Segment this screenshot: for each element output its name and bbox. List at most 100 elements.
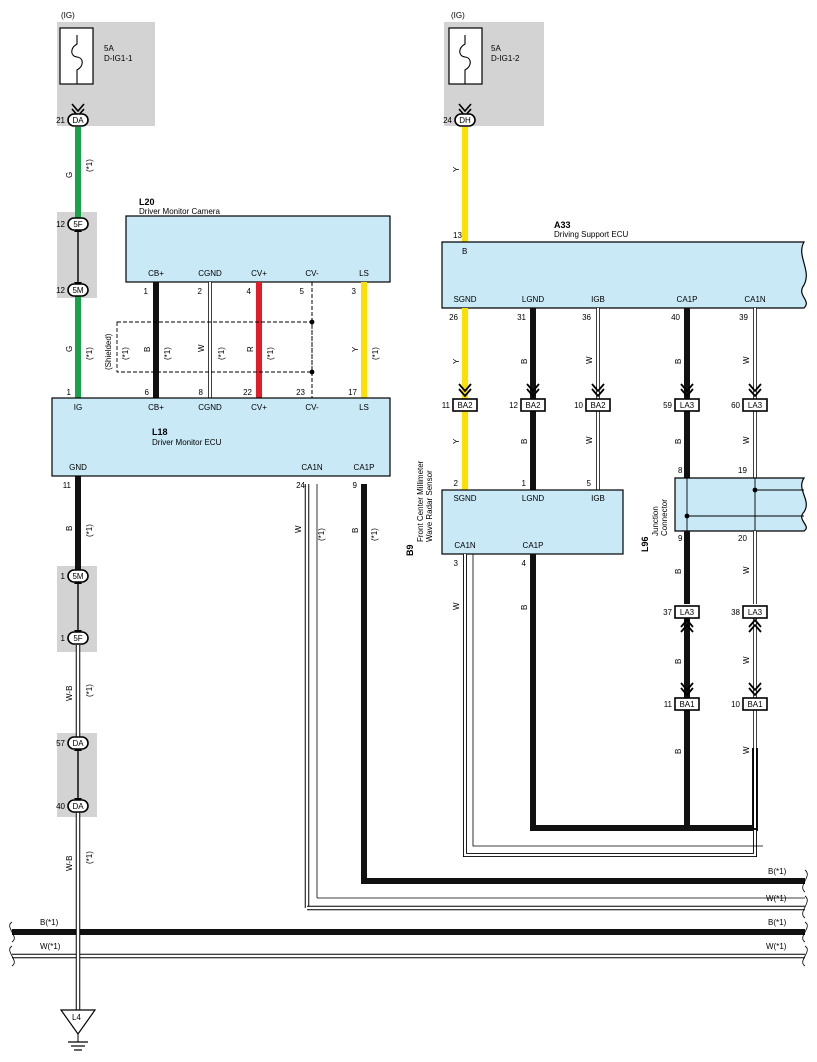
wire-label: W (742, 566, 751, 574)
wire-label: B (674, 569, 683, 574)
connector-5F_bot: 5F1 (61, 631, 89, 645)
a33-pin-num: 26 (449, 313, 458, 322)
l18-pins: IG1CB+6CGND8CV+22CV-23LS17GND11CA1N24CA1… (63, 388, 375, 490)
connector-code: 5F (73, 634, 82, 643)
connector-arrow (458, 383, 472, 393)
wire-label: Y (452, 438, 461, 444)
wire-label: B (520, 605, 529, 610)
a33-pin-num: 40 (671, 313, 680, 322)
connector-pin: 10 (731, 700, 740, 709)
l18-pin-num: 9 (353, 481, 358, 490)
radar-name: Wave Radar Sensor (425, 470, 434, 542)
bus-label: B(*1) (40, 918, 59, 927)
fuse-supply-label: (IG) (451, 11, 465, 20)
l18-pin-label: CA1P (354, 463, 375, 472)
connector-pin: 38 (731, 608, 740, 617)
wire-label: Y (452, 358, 461, 364)
l18-pin-num: 8 (199, 388, 204, 397)
fuse-symbol (459, 35, 471, 84)
pin-num: 20 (738, 534, 747, 543)
wire-label: B (674, 749, 683, 754)
wire-label: B (674, 359, 683, 364)
camera-pin-label: CV- (305, 269, 319, 278)
wire-label: (*1) (370, 528, 379, 541)
l18-pin-label: GND (69, 463, 87, 472)
connector-arrow (591, 383, 605, 393)
wire-shield-b9 (472, 554, 763, 847)
wire-label: B (143, 347, 152, 352)
l18-pin-num: 1 (67, 388, 72, 397)
connector-pin: 12 (509, 401, 518, 410)
l18-pin-label: CGND (198, 403, 222, 412)
connector-pin: 11 (442, 401, 451, 410)
wire-label: W (452, 602, 461, 610)
connector-code: DA (72, 739, 84, 748)
break-mark (802, 945, 808, 967)
connector-arrow (680, 388, 694, 398)
a33-pin-label: SGND (453, 295, 476, 304)
pin-num: 19 (738, 466, 747, 475)
connector-arrow (71, 103, 85, 113)
wire-label: B (65, 526, 74, 531)
connector-code: BA2 (525, 401, 541, 410)
ecu-l18-name: Driver Monitor ECU (152, 438, 222, 447)
camera-code: L20 (139, 197, 155, 207)
b9-pin-num: 2 (454, 479, 459, 488)
shielded-box (116, 321, 313, 373)
wire-label: B (520, 439, 529, 444)
wire-label: (*1) (163, 347, 172, 360)
l18-pin-num: 24 (296, 481, 305, 490)
break-mark (802, 895, 808, 919)
connector-pin: 1 (61, 572, 66, 581)
connector-ba1_10: BA1 10 (731, 697, 768, 711)
l18-pin-num: 6 (145, 388, 150, 397)
ecu-l18-box (51, 397, 391, 477)
connector-code: DA (72, 116, 84, 125)
bus-label: W(*1) (766, 942, 787, 951)
pin-num: 8 (678, 466, 683, 475)
b9-pin-label: IGB (591, 494, 605, 503)
camera-pin-num: 4 (247, 287, 252, 296)
wire-label: B (674, 439, 683, 444)
ground-code: L4 (72, 1013, 81, 1022)
b9-pin-num: 3 (454, 559, 459, 568)
camera-name: Driver Monitor Camera (139, 207, 220, 216)
wire-label: (*1) (85, 159, 94, 172)
connector-code: BA1 (747, 700, 763, 709)
wire-label: W (742, 356, 751, 364)
wire-ca1p-l18-bus (361, 484, 805, 884)
fuse-supply-label: (IG) (61, 11, 75, 20)
fuse-name: D-IG1-1 (104, 54, 133, 63)
l18-pin-label: CV- (305, 403, 319, 412)
fuse-symbol (71, 35, 83, 84)
wire-label: B (520, 359, 529, 364)
connector-pin: 40 (56, 802, 65, 811)
a33-pin-num: 31 (517, 313, 526, 322)
connector-pin: 57 (56, 739, 65, 748)
a33-pin-label: LGND (522, 295, 544, 304)
connector-arrow (748, 618, 762, 628)
b9-pin-label: SGND (453, 494, 476, 503)
junction-name: Junction (651, 506, 660, 536)
camera-pin-num: 2 (198, 287, 203, 296)
connector-code: LA3 (680, 608, 695, 617)
camera-pin-label: CGND (198, 269, 222, 278)
break-mark (9, 921, 15, 943)
camera-pin-label: CV+ (251, 269, 267, 278)
l18-pin-label: CA1N (301, 463, 323, 472)
junction-code: L96 (640, 536, 650, 552)
wire-label: (*1) (121, 347, 130, 360)
connector-arrow (526, 388, 540, 398)
wire-label: W (294, 525, 303, 533)
wire-label: (*1) (317, 528, 326, 541)
